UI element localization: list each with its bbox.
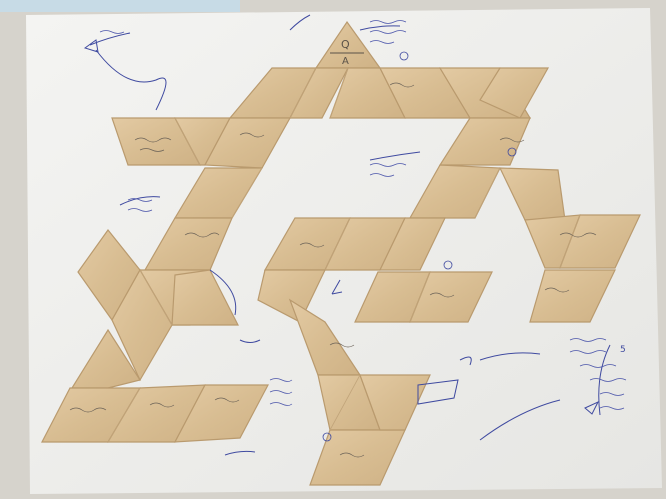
top-tile-letter-a: A bbox=[342, 56, 349, 67]
top-tile-letter-q: Q bbox=[341, 38, 350, 51]
blue-edge bbox=[0, 0, 240, 12]
ink-number-5: 5 bbox=[620, 345, 626, 355]
